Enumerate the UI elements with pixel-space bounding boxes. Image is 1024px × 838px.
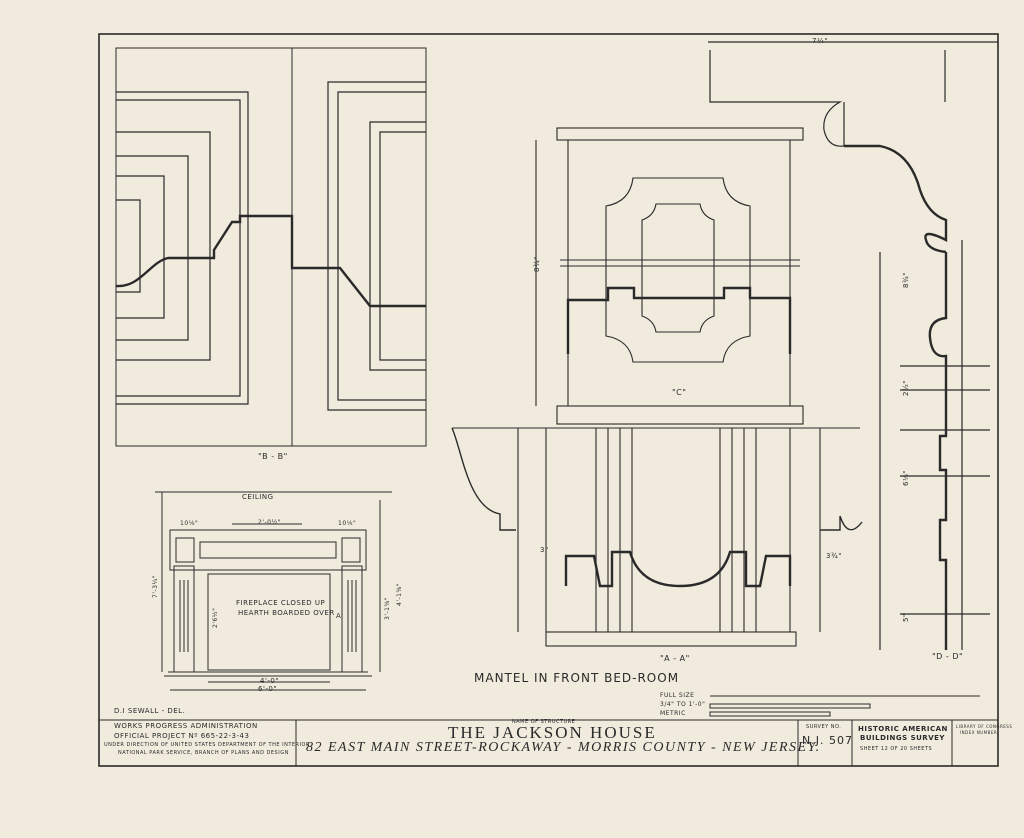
dim-elev-top-left: 10⅛" bbox=[180, 520, 199, 527]
title-block-lines bbox=[99, 719, 998, 766]
fireplace-note-1: FIREPLACE CLOSED UP bbox=[236, 599, 326, 607]
library-label-1: LIBRARY OF CONGRESS bbox=[956, 724, 1013, 729]
survey-no-label: SURVEY NO. bbox=[806, 724, 842, 730]
dim-dd-3: 6⅛" bbox=[902, 470, 910, 486]
structure-name: THE JACKSON HOUSE bbox=[448, 723, 657, 742]
panel-bb-frame bbox=[115, 47, 427, 447]
wpa-label: WORKS PROGRESS ADMINISTRATION bbox=[114, 722, 258, 730]
hab-line-1: HISTORIC AMERICAN bbox=[858, 725, 948, 733]
dim-dd-4: 5" bbox=[902, 613, 910, 622]
panel-bb-left bbox=[116, 91, 249, 405]
scale-full-size: FULL SIZE bbox=[660, 692, 695, 699]
dim-elev-right-mid: 3'-1⅝" bbox=[384, 596, 391, 620]
dim-elev-right-total: 4'-1⅜" bbox=[396, 582, 403, 606]
dim-elev-top-right: 10⅛" bbox=[338, 520, 357, 527]
dim-aa-left: 3" bbox=[540, 546, 549, 554]
under-direction-2: NATIONAL PARK SERVICE, BRANCH OF PLANS A… bbox=[118, 750, 289, 756]
sheet-info: SHEET 12 OF 20 SHEETS bbox=[860, 746, 933, 752]
dim-aa-right: 3¾" bbox=[826, 552, 842, 560]
structure-address: 82 EAST MAIN STREET-ROCKAWAY - MORRIS CO… bbox=[306, 740, 821, 755]
name-of-structure-label: NAME OF STRUCTURE bbox=[512, 719, 576, 725]
label-section-bb: "B - B" bbox=[258, 452, 288, 461]
dim-top-width: 7¼" bbox=[812, 37, 828, 45]
profile-bb bbox=[115, 214, 426, 308]
scale-bars bbox=[709, 695, 980, 717]
label-section-c: "C" bbox=[672, 388, 687, 397]
official-project: OFFICIAL PROJECT Nº 665-22-3-43 bbox=[114, 732, 250, 740]
hab-line-2: BUILDINGS SURVEY bbox=[860, 734, 945, 742]
scale-metric: METRIC bbox=[660, 710, 686, 717]
section-aa bbox=[451, 427, 863, 647]
dim-dd-2: 2½" bbox=[902, 380, 910, 396]
section-dd bbox=[708, 41, 998, 650]
fireplace-note-2: HEARTH BOARDED OVER bbox=[238, 609, 335, 617]
ceiling-label: CEILING bbox=[242, 493, 274, 501]
dim-elev-outer-width: 6'-0" bbox=[258, 685, 278, 693]
survey-number: N.J. 507 bbox=[802, 734, 853, 747]
dim-elev-inner-width: 4'-0" bbox=[260, 677, 280, 685]
sheet-border bbox=[98, 33, 999, 767]
mantel-caption: MANTEL IN FRONT BED-ROOM bbox=[474, 671, 680, 685]
mantel-elevation bbox=[155, 491, 392, 691]
label-section-dd: "D - D" bbox=[932, 652, 964, 661]
delineator: D.I SEWALL - DEL. bbox=[114, 707, 186, 715]
dim-elev-opening: 2'6½" bbox=[212, 607, 219, 628]
scale-quarter: 3/4" TO 1'-0" bbox=[660, 701, 706, 708]
section-marker-a: A bbox=[336, 612, 342, 620]
dim-c-height: 8¾" bbox=[533, 256, 541, 272]
label-section-aa: "A - A" bbox=[660, 654, 690, 663]
section-c bbox=[535, 127, 804, 425]
under-direction-1: UNDER DIRECTION OF UNITED STATES DEPARTM… bbox=[104, 742, 310, 748]
dim-elev-height: 7'-3¼" bbox=[152, 574, 159, 598]
dim-elev-top-mid: 2'-0½" bbox=[258, 519, 282, 526]
library-label-2: INDEX NUMBER bbox=[960, 730, 998, 735]
panel-bb-right bbox=[327, 81, 426, 411]
dim-dd-1: 8¾" bbox=[902, 272, 910, 288]
